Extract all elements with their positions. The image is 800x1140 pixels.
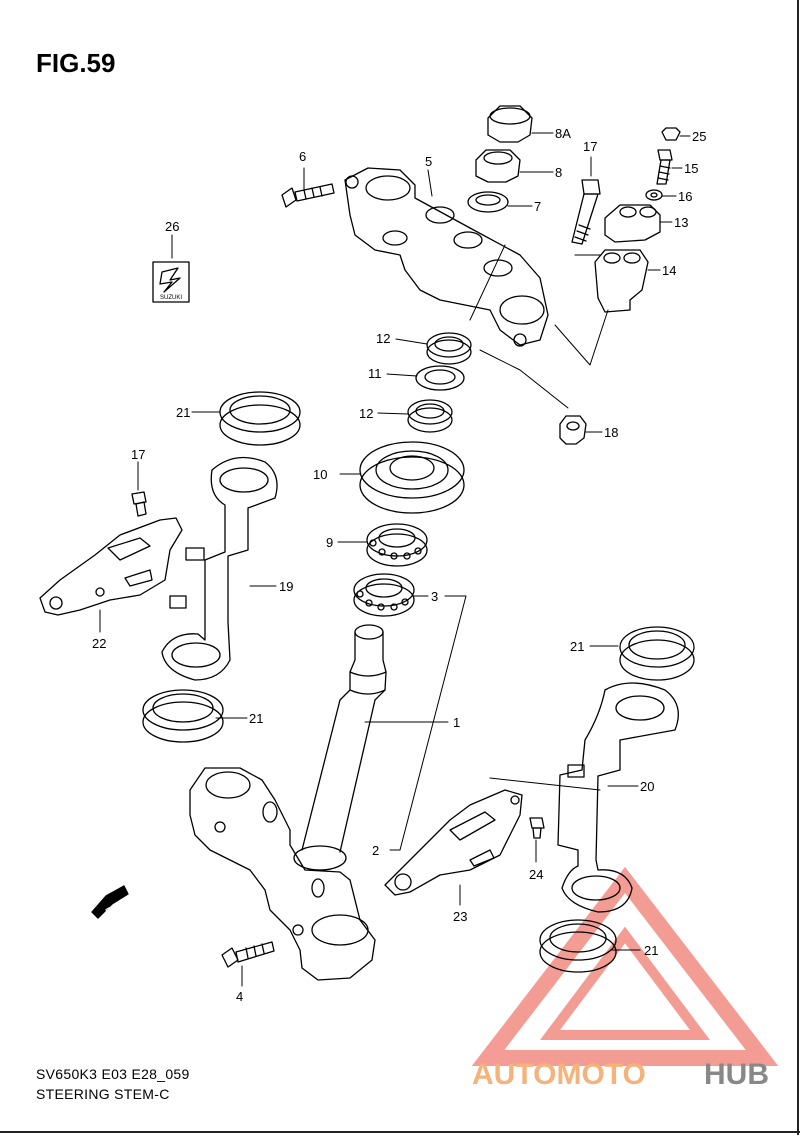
cap-part-25 [661,127,681,141]
upper-bracket-part [344,167,549,347]
watermark-triangle [471,866,779,1066]
nut-part-8 [475,149,521,183]
callout-22: 22 [92,636,106,651]
section-name: STEERING STEM-C [36,1086,170,1102]
page-border-right [797,0,799,1135]
callout-24: 24 [529,867,543,882]
grommet-part-21-lower-right [539,919,617,973]
watermark-text-right: HUB [704,1058,769,1091]
callout-21-a: 21 [176,405,190,420]
badge-text: SUZUKI [160,295,182,301]
bracket-part-22 [39,517,183,616]
callout-9: 9 [326,535,333,550]
callout-10: 10 [313,467,327,482]
callout-1: 1 [453,715,460,730]
callout-21-d: 21 [644,943,658,958]
holder-part-14 [594,249,649,313]
callout-20: 20 [640,779,654,794]
callout-13: 13 [674,215,688,230]
bolt-part-6 [281,183,335,208]
callout-23: 23 [453,909,467,924]
callout-6: 6 [299,149,306,164]
grommet-part-21-upper-right [619,626,695,681]
figure-title: FIG.59 [36,48,116,78]
callout-8a: 8A [555,126,571,141]
callout-3: 3 [431,589,438,604]
dust-seal-part-10 [359,441,465,514]
watermark-text-left: AUTOMOTO [472,1058,646,1091]
bolt-part-24 [529,817,545,839]
bolt-part-17-upper [571,179,601,245]
lock-nut-part-12-lower [407,399,453,433]
bolt-part-4 [221,941,275,968]
page-border-bottom [0,1131,800,1133]
bearing-part-9 [366,523,428,567]
bearing-part-3 [353,573,415,617]
bolt-part-17-lower [131,491,147,517]
callout-11: 11 [368,366,382,381]
callout-8: 8 [555,165,562,180]
callout-21-c: 21 [570,639,584,654]
bolt-part-15 [656,149,673,185]
suzuki-badge-part-26 [152,261,190,303]
watermark-logo: AUTOMOTO HUB [472,1058,769,1091]
callout-16: 16 [678,189,692,204]
callout-15: 15 [684,161,698,176]
fwd-direction-arrow [91,885,129,919]
clamp-part-13 [604,204,661,243]
grommet-part-21-lower-left [142,689,224,743]
callout-12-lower: 12 [359,406,373,421]
callout-25: 25 [692,129,706,144]
cap-nut-part-8a [487,105,533,143]
lock-nut-part-12-upper [426,332,472,365]
callout-4: 4 [236,989,243,1004]
callout-17-upper: 17 [583,139,597,154]
nut-part-18 [559,415,587,445]
callout-5: 5 [425,154,432,169]
callout-14: 14 [662,263,676,278]
callout-19: 19 [279,579,293,594]
callout-labels: 6 5 8A 8 7 17 25 15 16 13 14 12 11 12 18… [92,126,706,1004]
washer-part-16 [645,189,663,201]
model-code: SV650K3 E03 E28_059 [36,1066,190,1082]
callout-17-lower: 17 [131,447,145,462]
callout-26: 26 [165,219,179,234]
callout-18: 18 [604,425,618,440]
lock-washer-part-11 [415,365,465,391]
bracket-part-23 [384,789,523,896]
grommet-part-21-upper-left [219,391,301,446]
callout-21-b: 21 [249,711,263,726]
cover-part-20 [557,682,679,913]
steering-stem-part-1 [189,624,387,981]
callout-7: 7 [534,199,541,214]
washer-part-7 [467,191,509,213]
cover-part-19 [161,456,278,681]
callout-2: 2 [372,843,379,858]
leader-lines [99,132,691,987]
callout-12-upper: 12 [376,331,390,346]
